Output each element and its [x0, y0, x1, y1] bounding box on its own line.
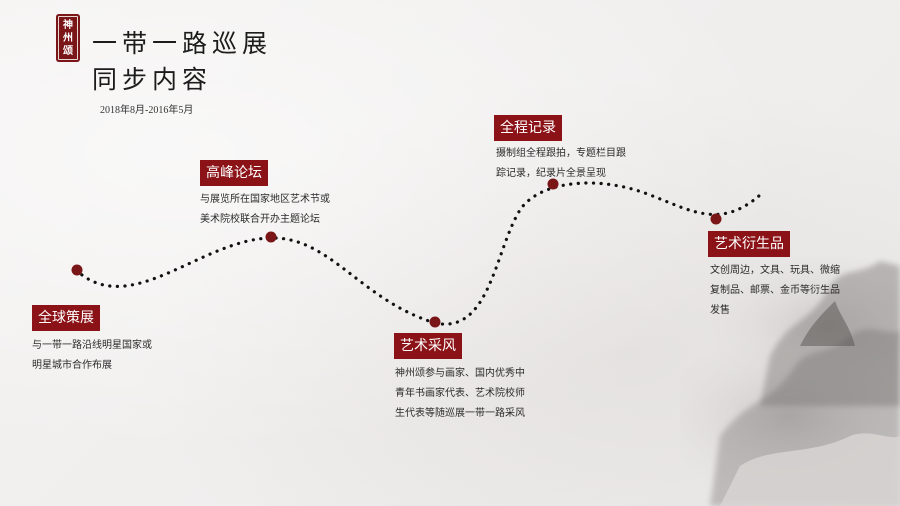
description-line: 发售 [710, 305, 730, 316]
description-line: 明星城市合作布展 [32, 360, 112, 371]
seal-char: 州 [63, 32, 73, 44]
milestone-marker [71, 264, 83, 276]
dotted-route [74, 181, 762, 326]
milestone-description: 文创周边，文具、玩具、微缩 复制品、邮票、金币等衍生品 发售 [710, 261, 840, 321]
description-line: 生代表等随巡展一带一路采风 [395, 408, 525, 419]
seal-char: 神 [63, 19, 73, 31]
description-line: 踪记录，纪录片全景呈现 [496, 168, 606, 179]
milestone-marker [265, 231, 277, 243]
milestone-marker [429, 316, 441, 328]
milestone-label-art-collection: 艺术采风 [394, 333, 462, 359]
page-subtitle: 同步内容 [92, 65, 213, 94]
date-range: 2018年8月-2016年5月 [100, 105, 194, 116]
description-line: 摄制组全程跟拍，专题栏目跟 [496, 148, 626, 159]
milestone-description: 与一带一路沿线明星国家或 明星城市合作布展 [32, 336, 152, 376]
ink-mountain-decoration [680, 256, 900, 506]
description-line: 美术院校联合开办主题论坛 [200, 214, 320, 225]
seal-char: 颂 [63, 45, 73, 57]
description-line: 复制品、邮票、金币等衍生品 [710, 285, 840, 296]
description-line: 与展览所在国家地区艺术节或 [200, 194, 330, 205]
description-line: 青年书画家代表、艺术院校师 [395, 388, 525, 399]
brand-seal: 神 州 颂 [56, 14, 80, 62]
description-line: 文创周边，文具、玩具、微缩 [710, 265, 840, 276]
milestone-description: 神州颂参与画家、国内优秀中 青年书画家代表、艺术院校师 生代表等随巡展一带一路采… [395, 364, 525, 424]
milestone-label-global-curation: 全球策展 [32, 305, 100, 331]
milestone-label-full-record: 全程记录 [494, 115, 562, 141]
milestone-label-derivatives: 艺术衍生品 [708, 231, 790, 257]
milestone-marker [710, 213, 722, 225]
milestone-description: 与展览所在国家地区艺术节或 美术院校联合开办主题论坛 [200, 190, 330, 230]
milestone-description: 摄制组全程跟拍，专题栏目跟 踪记录，纪录片全景呈现 [496, 144, 626, 184]
milestone-label-summit-forum: 高峰论坛 [200, 160, 268, 186]
description-line: 神州颂参与画家、国内优秀中 [395, 368, 525, 379]
description-line: 与一带一路沿线明星国家或 [32, 340, 152, 351]
milestone-marker [547, 178, 559, 190]
page-title: 一带一路巡展 [92, 29, 273, 58]
